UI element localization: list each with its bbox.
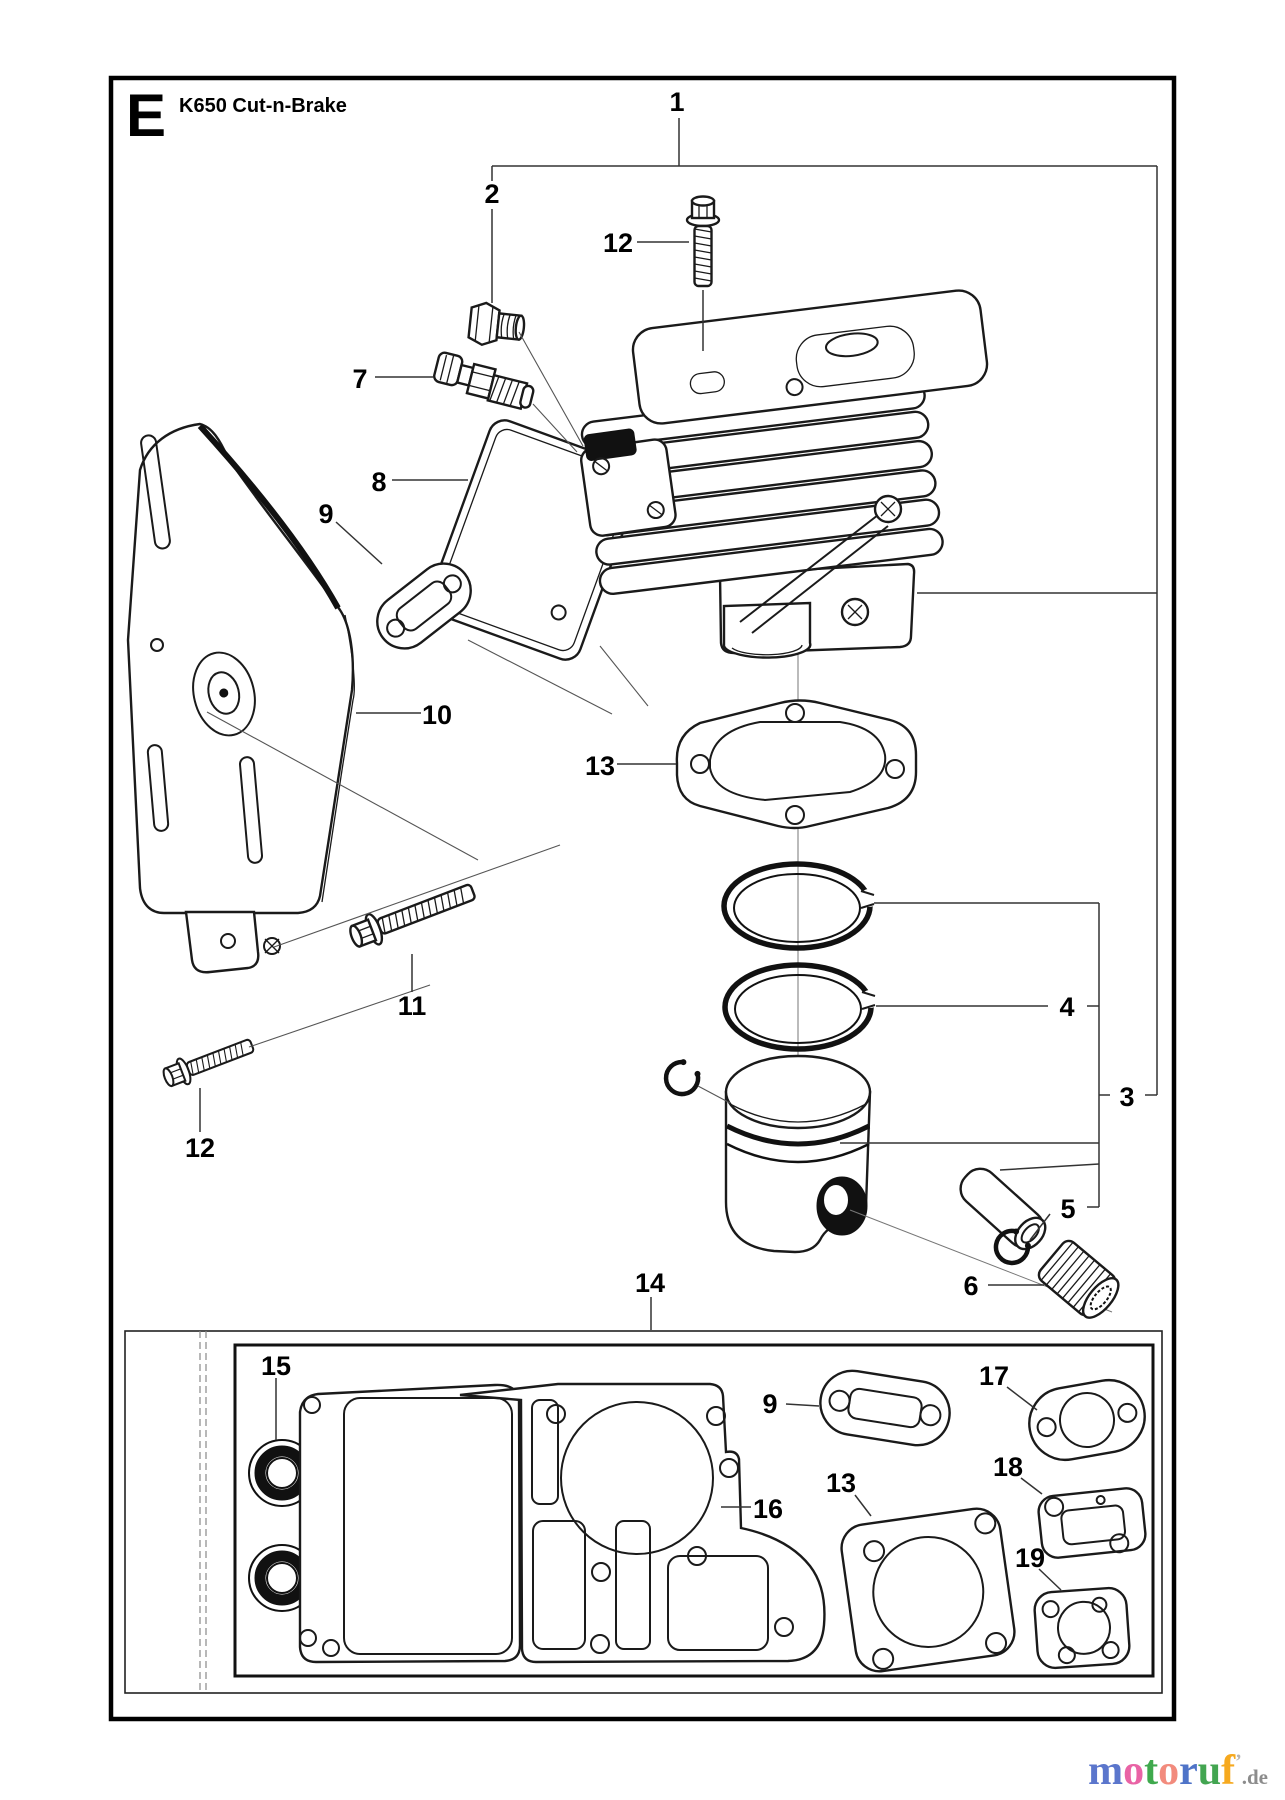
piston [724, 1054, 872, 1254]
callout-9: 9 [762, 1389, 777, 1419]
callout-17: 17 [979, 1361, 1009, 1391]
callout-8: 8 [371, 467, 386, 497]
cover-gasket [298, 1383, 522, 1664]
mount-lug [751, 525, 889, 634]
watermark-letter: t [1144, 1748, 1158, 1794]
callout-1: 1 [669, 87, 684, 117]
assembly-alignment-lines [206, 331, 649, 1048]
watermark-suffix: .de [1242, 1765, 1268, 1789]
callout-19: 19 [1015, 1543, 1045, 1573]
callout-12: 12 [185, 1133, 215, 1163]
callout-3: 3 [1119, 1082, 1134, 1112]
decompression-valve [433, 351, 535, 411]
cylinder [580, 289, 989, 659]
circlip-leader [697, 1085, 731, 1104]
callout-18: 18 [993, 1452, 1023, 1482]
callout-14: 14 [635, 1268, 665, 1298]
exhaust-flange [580, 428, 677, 537]
watermark-letter: o [1123, 1748, 1144, 1794]
watermark-letter: o [1158, 1748, 1179, 1794]
bolt-11 [349, 883, 476, 948]
callout-11: 11 [398, 991, 427, 1021]
muffler [126, 422, 355, 974]
needle-bearing [1037, 1239, 1120, 1319]
small-gasket-18 [1037, 1487, 1147, 1559]
watermark-letter: u [1198, 1748, 1221, 1794]
watermark-letter: m [1088, 1748, 1123, 1794]
small-gasket-19 [1033, 1586, 1131, 1670]
section-letter: E [126, 82, 166, 149]
exhaust-gasket [376, 562, 472, 650]
callout-15: 15 [261, 1351, 291, 1381]
diagram-frame [108, 75, 1177, 1722]
bolt-12-top [685, 195, 721, 288]
panel-outer-box [124, 1330, 1163, 1694]
watermark-letter: f [1221, 1748, 1236, 1794]
callout-12: 12 [603, 228, 633, 258]
intake-gasket [1028, 1378, 1146, 1462]
circlip-5 [993, 1228, 1031, 1266]
cylinder-gasket-kit [840, 1507, 1016, 1673]
cylinder-head-plate [631, 289, 989, 425]
cylinder-base-gasket [675, 699, 918, 830]
callout-2: 2 [484, 179, 499, 209]
watermark-logo: motorufʼ.de [1088, 1748, 1268, 1794]
gasket-kit-panel [124, 1330, 1163, 1694]
circlip [663, 1059, 701, 1097]
callout-13: 13 [826, 1468, 856, 1498]
watermark-tick: ʼ [1235, 1751, 1242, 1773]
callout-4: 4 [1059, 992, 1074, 1022]
muffler-outlet-boss [192, 651, 256, 737]
muffler-bolt-hole [263, 937, 281, 955]
exhaust-gasket-kit [819, 1369, 951, 1447]
muffler-bracket-tab [184, 910, 260, 974]
callout-9: 9 [318, 499, 333, 529]
callout-lines [199, 118, 1158, 1591]
page-title: K650 Cut-n-Brake [179, 95, 347, 117]
piston-rings [721, 861, 879, 1052]
muffler-top-edge [197, 423, 341, 610]
piston-pin [959, 1167, 1047, 1251]
cylinder-plug [467, 301, 526, 347]
callout-7: 7 [352, 364, 367, 394]
mount-lug [739, 514, 879, 623]
watermark-letter: r [1179, 1748, 1198, 1794]
callout-16: 16 [753, 1494, 783, 1524]
callout-5: 5 [1060, 1194, 1075, 1224]
bolt-12-left [162, 1038, 255, 1088]
callout-10: 10 [422, 700, 452, 730]
callout-6: 6 [963, 1271, 978, 1301]
callout-13: 13 [585, 751, 615, 781]
crankcase-gasket [459, 1382, 826, 1664]
